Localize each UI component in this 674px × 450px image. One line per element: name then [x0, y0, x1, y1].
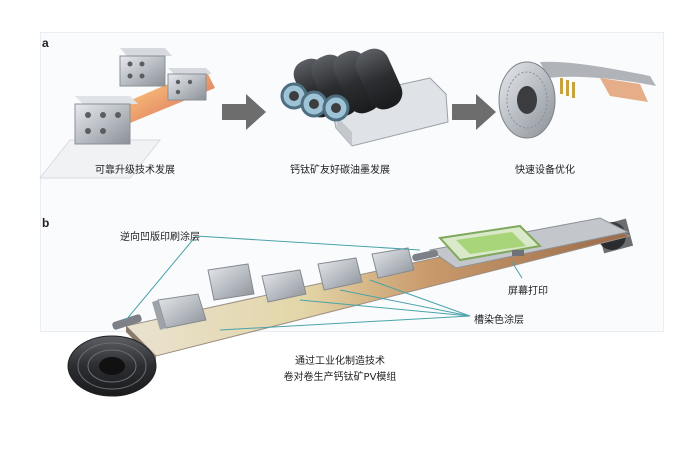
caption-line-2: 卷对卷生产钙钛矿PV模组: [283, 372, 397, 383]
coiled-module-icon: [498, 61, 656, 139]
screen-printer: [438, 224, 543, 262]
slot-die-label: 槽染色涂层: [474, 315, 524, 326]
roll-to-roll-rollers-icon: [280, 48, 449, 147]
callout-lines: [125, 235, 523, 331]
step-3-caption: 快速设备优化: [515, 165, 575, 176]
slot-die-head: [371, 247, 415, 279]
slot-die-head: [317, 257, 363, 291]
panel-b-label: b: [42, 216, 50, 230]
slot-die-head: [207, 263, 255, 301]
slot-die-head: [261, 269, 307, 303]
roll-to-roll-production-line: [67, 217, 634, 397]
slot-die-head: [152, 293, 207, 330]
panel-a-label: a: [42, 36, 49, 50]
step-2-caption: 钙钛矿友好碳油墨发展: [290, 165, 390, 176]
reverse-gravure-label: 逆向凹版印刷涂层: [120, 232, 200, 243]
slot-die-coater-icon: [38, 48, 215, 179]
screen-printing-label: 屏幕打印: [508, 286, 548, 297]
right-arrow-icon: [222, 94, 266, 130]
caption-line-1: 通过工业化制造技术: [295, 356, 385, 367]
step-1-caption: 可靠升级技术发展: [95, 165, 175, 176]
right-arrow-icon: [452, 94, 496, 130]
